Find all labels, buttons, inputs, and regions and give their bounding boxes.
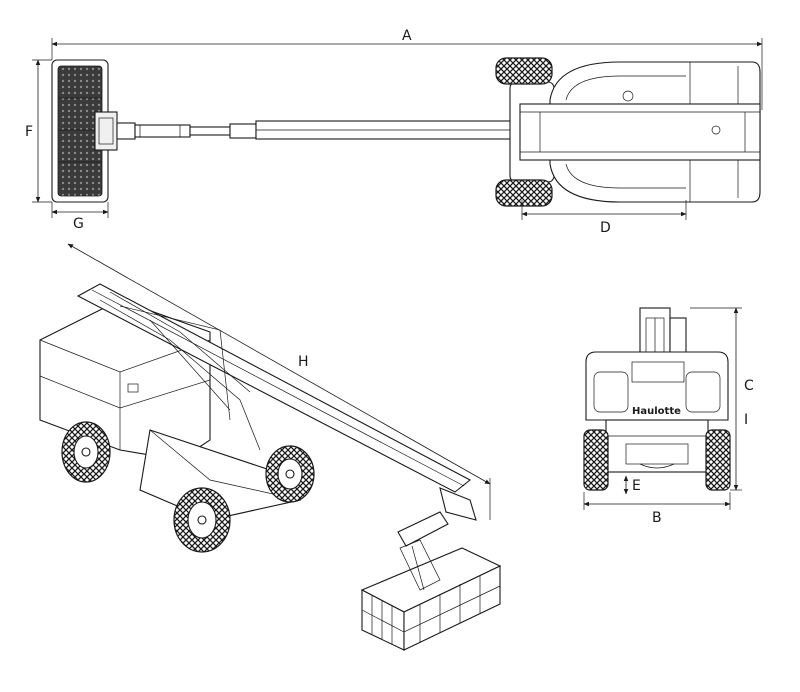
platform-basket-iso	[360, 539, 502, 651]
isometric-view: H	[39, 243, 502, 651]
chassis-top	[495, 57, 761, 207]
wheels-iso	[61, 421, 315, 553]
dimension-label-d: D	[600, 220, 611, 236]
dimension-label-f: F	[25, 124, 33, 140]
dimension-label-e: E	[632, 478, 641, 494]
wheel-bottom-left	[495, 179, 553, 207]
top-view: A F G	[25, 28, 763, 236]
dimension-label-b: B	[652, 510, 662, 526]
dimension-label-a: A	[402, 28, 412, 44]
front-body	[585, 351, 729, 421]
front-wheel-left	[583, 429, 609, 491]
dimension-label-g: G	[73, 216, 84, 232]
dimension-label-i: I	[744, 412, 748, 428]
dimension-line-h	[67, 243, 491, 485]
dimension-label-h: H	[298, 354, 309, 370]
dimension-label-c: C	[744, 378, 754, 394]
brand-logo: Haulotte	[632, 406, 681, 417]
front-wheel-right	[705, 429, 731, 491]
wheel-top-left	[495, 57, 553, 85]
main-boom	[76, 283, 471, 493]
front-view: Haulotte C I E B	[583, 307, 754, 526]
